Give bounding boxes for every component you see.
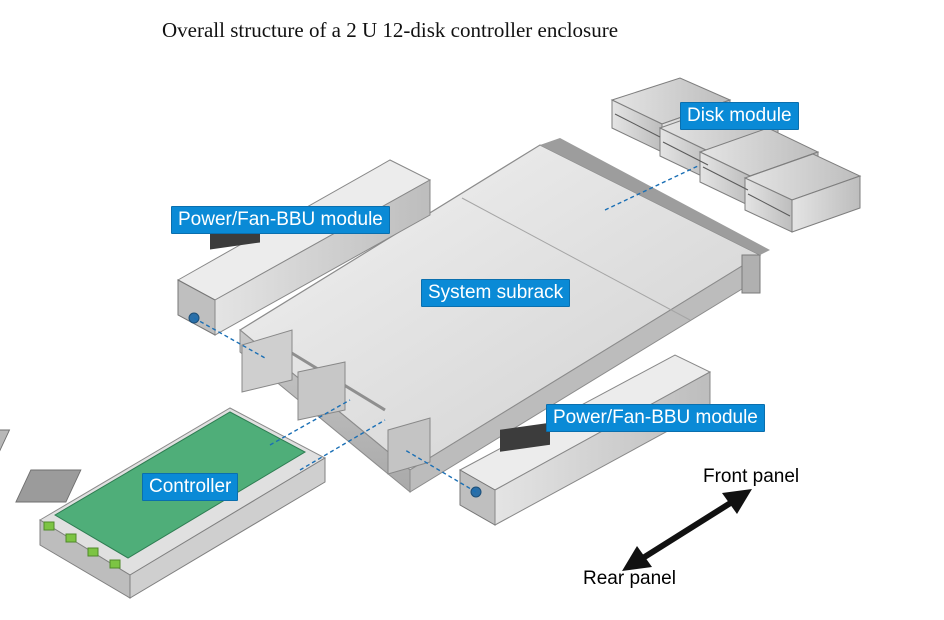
leader-lines (193, 164, 701, 493)
controller-callout: Controller (142, 473, 239, 501)
power-fan-bbu-callout-bottom: Power/Fan-BBU module (546, 404, 765, 432)
system-subrack-callout: System subrack (421, 279, 571, 307)
diagram-title: Overall structure of a 2 U 12-disk contr… (162, 18, 619, 42)
front-rear-direction-arrow (622, 489, 752, 571)
power-fan-bbu-callout-top: Power/Fan-BBU module (171, 206, 390, 234)
rear-panel-label: Rear panel (583, 568, 676, 589)
disk-module-callout: Disk module (680, 102, 799, 130)
front-panel-label: Front panel (703, 466, 800, 487)
controller-board-stack (0, 407, 327, 599)
system-subrack-chassis (238, 138, 770, 494)
